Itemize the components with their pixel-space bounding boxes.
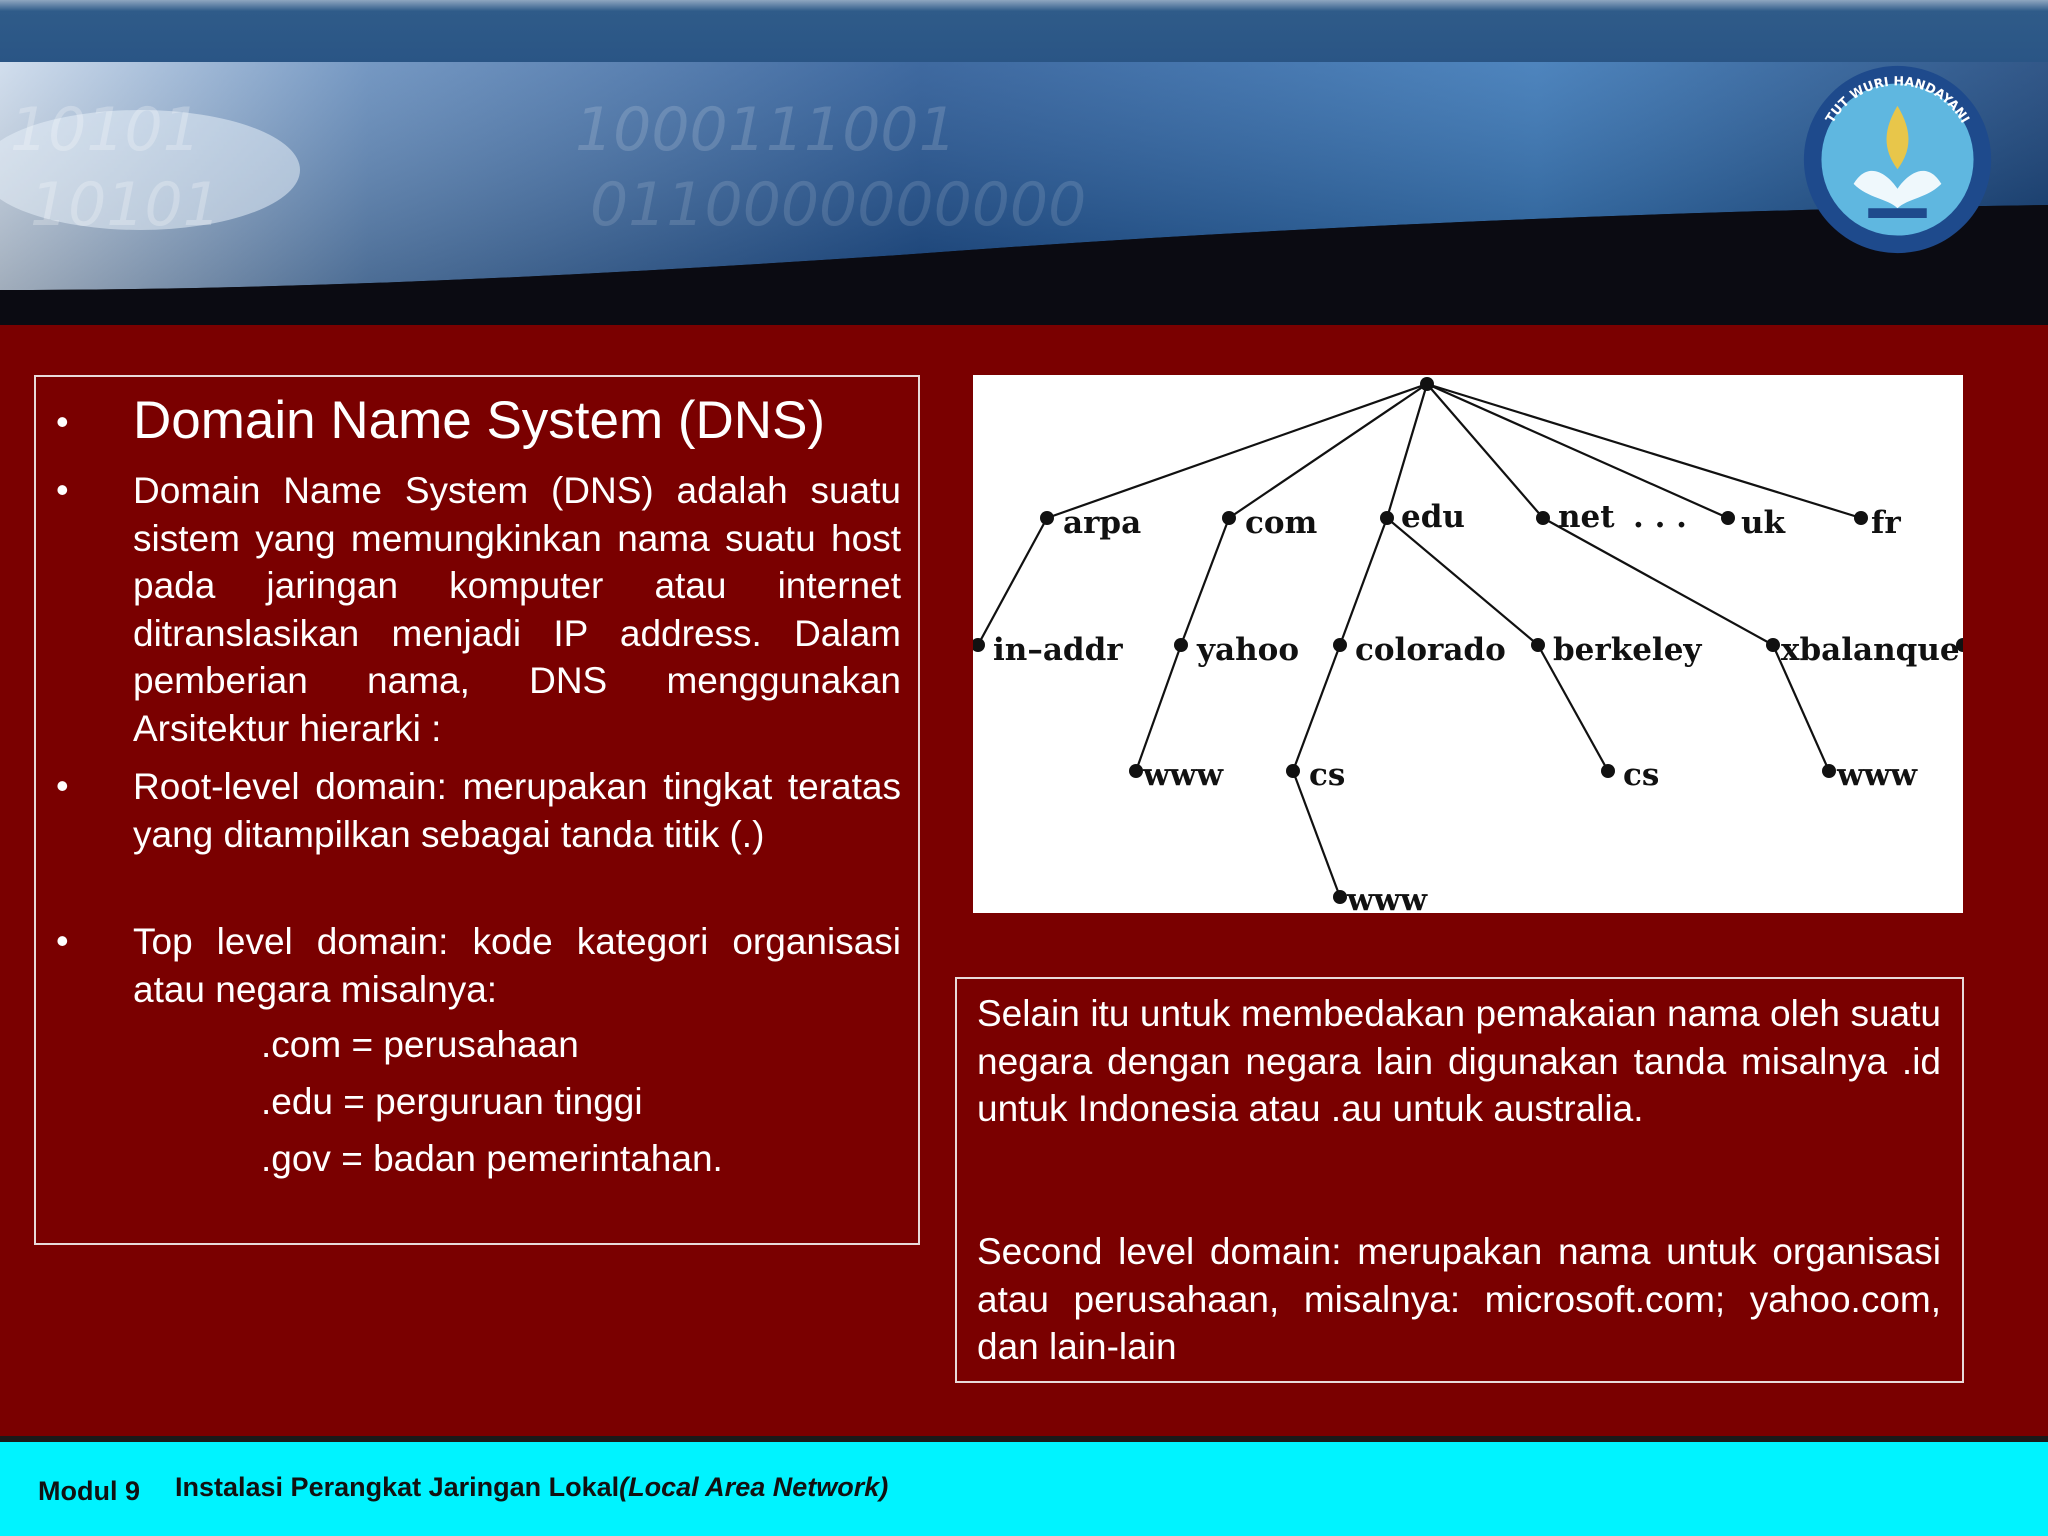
node-www: www xyxy=(1142,757,1224,793)
node-uk: uk xyxy=(1741,505,1787,541)
tut-wuri-handayani-logo: TUT WURI HANDAYANI xyxy=(1803,65,1992,254)
banner-artwork: 10101 10101 1000111001 0110000000000 xyxy=(0,62,2048,325)
header-top-strip xyxy=(0,0,2048,62)
bullet: • xyxy=(56,401,69,442)
node-edu: edu xyxy=(1401,499,1465,535)
header-banner: 10101 10101 1000111001 0110000000000 TUT… xyxy=(0,0,2048,325)
node-yahoo: yahoo xyxy=(1196,632,1299,668)
bullet: • xyxy=(56,920,69,961)
top-level-domain: Top level domain: kode kategori organisa… xyxy=(133,921,901,1010)
bullet: • xyxy=(56,469,69,510)
course-title-text: Instalasi Perangkat Jaringan Lokal xyxy=(175,1472,620,1502)
tree-labels: arpa com edu net . . . uk fr in–addr yah… xyxy=(993,499,1960,913)
node-com: com xyxy=(1245,505,1318,541)
banner-binary-2: 10101 xyxy=(30,170,221,240)
banner-binary-4: 0110000000000 xyxy=(590,170,1086,240)
tree-edges xyxy=(977,382,1862,898)
node-arpa: arpa xyxy=(1063,505,1141,541)
dns-description-box: • Domain Name System (DNS) • Domain Name… xyxy=(34,375,920,1245)
dns-definition: Domain Name System (DNS) adalah suatu si… xyxy=(133,470,901,749)
dns-hierarchy-diagram: arpa com edu net . . . uk fr in–addr yah… xyxy=(973,375,1963,913)
node-www: www xyxy=(1836,757,1918,793)
country-code-paragraph: Selain itu untuk membedakan pemakaian na… xyxy=(977,993,1941,1129)
node-in-addr: in–addr xyxy=(993,632,1123,668)
node-xbalanque: xbalanque xyxy=(1781,632,1960,668)
dns-title: Domain Name System (DNS) xyxy=(133,391,826,450)
node-colorado: colorado xyxy=(1355,632,1506,668)
node-cs: cs xyxy=(1623,757,1659,793)
example-com: .com = perusahaan xyxy=(261,1024,579,1065)
node-cs: cs xyxy=(1309,757,1345,793)
example-gov: .gov = badan pemerintahan. xyxy=(261,1138,723,1179)
module-label: Modul 9 xyxy=(38,1476,140,1506)
course-title: Instalasi Perangkat Jaringan Lokal(Local… xyxy=(175,1472,888,1503)
banner-binary-1: 10101 xyxy=(10,95,201,165)
bullet: • xyxy=(56,765,69,806)
second-level-domain-box: Selain itu untuk membedakan pemakaian na… xyxy=(955,977,1964,1383)
example-edu: .edu = perguruan tinggi xyxy=(261,1081,643,1122)
footer-bar: Modul 9 Instalasi Perangkat Jaringan Lok… xyxy=(0,1442,2048,1536)
footer-divider xyxy=(0,1436,2048,1442)
node-fr: fr xyxy=(1871,505,1901,541)
node-www: www xyxy=(1346,882,1428,913)
second-level-domain-paragraph: Second level domain: merupakan nama untu… xyxy=(977,1231,1941,1367)
course-subtitle: (Local Area Network) xyxy=(619,1472,889,1502)
node-ellipsis: . . . xyxy=(1633,499,1687,535)
root-level-domain: Root-level domain: merupakan tingkat ter… xyxy=(133,766,901,855)
node-net: net xyxy=(1558,499,1615,535)
tree-nodes xyxy=(973,377,1963,904)
node-berkeley: berkeley xyxy=(1553,632,1702,668)
banner-binary-3: 1000111001 xyxy=(575,95,957,165)
